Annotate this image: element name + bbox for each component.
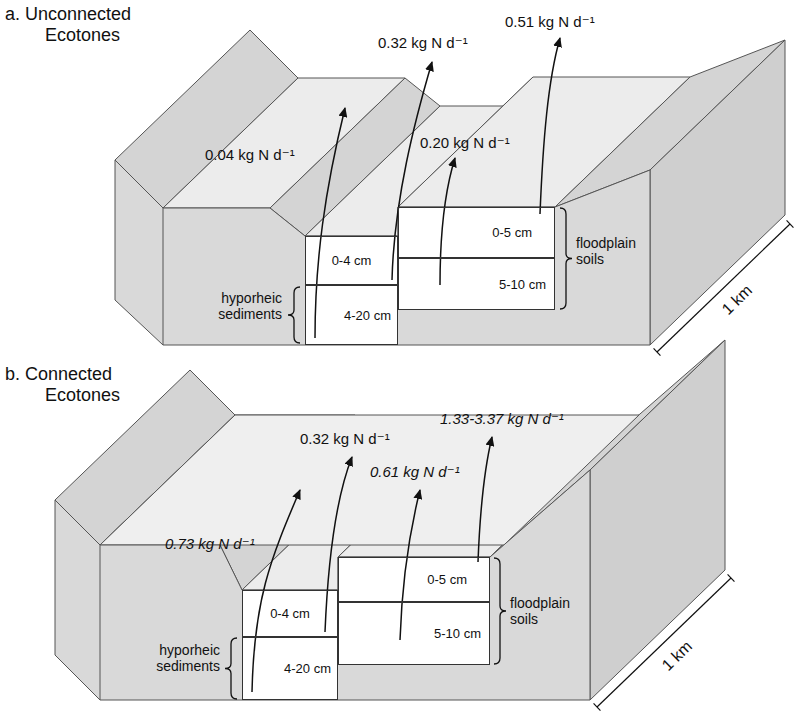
- panel-heading: b. Connected Ecotones: [5, 364, 180, 405]
- flux-label: 0.32 kg N d⁻¹: [300, 430, 390, 447]
- depth-label: 0-5 cm: [427, 572, 467, 587]
- flux-label: 0.51 kg N d⁻¹: [505, 13, 595, 30]
- flux-label: 0.20 kg N d⁻¹: [420, 134, 510, 151]
- layer-box: 0-4 cm: [305, 236, 398, 285]
- depth-label: 0-4 cm: [270, 606, 310, 621]
- flux-label: 0.61 kg N d⁻¹: [370, 463, 460, 480]
- layer-fill: [305, 285, 398, 345]
- flux-label: 0.04 kg N d⁻¹: [205, 146, 295, 163]
- flux-arrow: [315, 108, 345, 338]
- dimension-tick: [728, 574, 735, 581]
- dimension-line: [597, 578, 731, 707]
- dimension-label: 1 km: [658, 637, 696, 674]
- face-edge: [163, 208, 164, 345]
- layer-box: 0-5 cm: [338, 557, 490, 602]
- depth-label: 4-20 cm: [284, 661, 331, 676]
- depth-label: 5-10 cm: [499, 277, 546, 292]
- flux-arrow: [440, 158, 455, 285]
- layer-fill: [338, 557, 490, 602]
- side-face: [650, 40, 785, 345]
- layer-fill: [242, 637, 338, 700]
- front-face: [55, 470, 590, 700]
- side-face: [590, 340, 725, 700]
- floodplain-brace: [560, 208, 572, 309]
- hyporheic-brace: [225, 638, 237, 699]
- front-face: [115, 160, 650, 345]
- depth-label: 0-5 cm: [492, 225, 532, 240]
- flux-label: 0.73 kg N d⁻¹: [165, 535, 255, 552]
- layer-box: 4-20 cm: [305, 285, 398, 345]
- flux-label: 1.33-3.37 kg N d⁻¹: [440, 410, 564, 427]
- flux-arrow: [400, 490, 420, 640]
- dimension-line: [657, 224, 790, 352]
- layer-box: 5-10 cm: [398, 258, 555, 310]
- layer-box: 4-20 cm: [242, 637, 338, 700]
- ecotone-label: floodplain soils: [576, 235, 648, 267]
- flux-label: 0.32 kg N d⁻¹: [378, 34, 468, 51]
- floodplain-brace: [494, 558, 506, 664]
- ecotone-label: hyporheic sediments: [138, 642, 220, 674]
- depth-label: 0-4 cm: [332, 253, 372, 268]
- ecotone-label: hyporheic sediments: [200, 290, 282, 322]
- layer-box: 0-5 cm: [398, 207, 555, 258]
- dimension-tick: [594, 703, 601, 710]
- flux-arrow: [540, 38, 560, 214]
- dimension-tick: [787, 220, 794, 227]
- layer-fill: [398, 207, 555, 258]
- dimension-label: 1 km: [718, 281, 756, 318]
- face-edge: [100, 545, 101, 700]
- dimension-tick: [654, 348, 661, 355]
- layer-box: 0-4 cm: [242, 590, 338, 637]
- layer-fill: [398, 258, 555, 310]
- panel-heading: a. Unconnected Ecotones: [5, 4, 180, 45]
- hyporheic-brace: [288, 287, 300, 343]
- layer-fill: [338, 602, 490, 665]
- depth-label: 4-20 cm: [344, 308, 391, 323]
- layer-box: 5-10 cm: [338, 602, 490, 665]
- flux-arrow: [478, 437, 492, 562]
- depth-label: 5-10 cm: [434, 626, 481, 641]
- ecotone-label: floodplain soils: [510, 595, 582, 627]
